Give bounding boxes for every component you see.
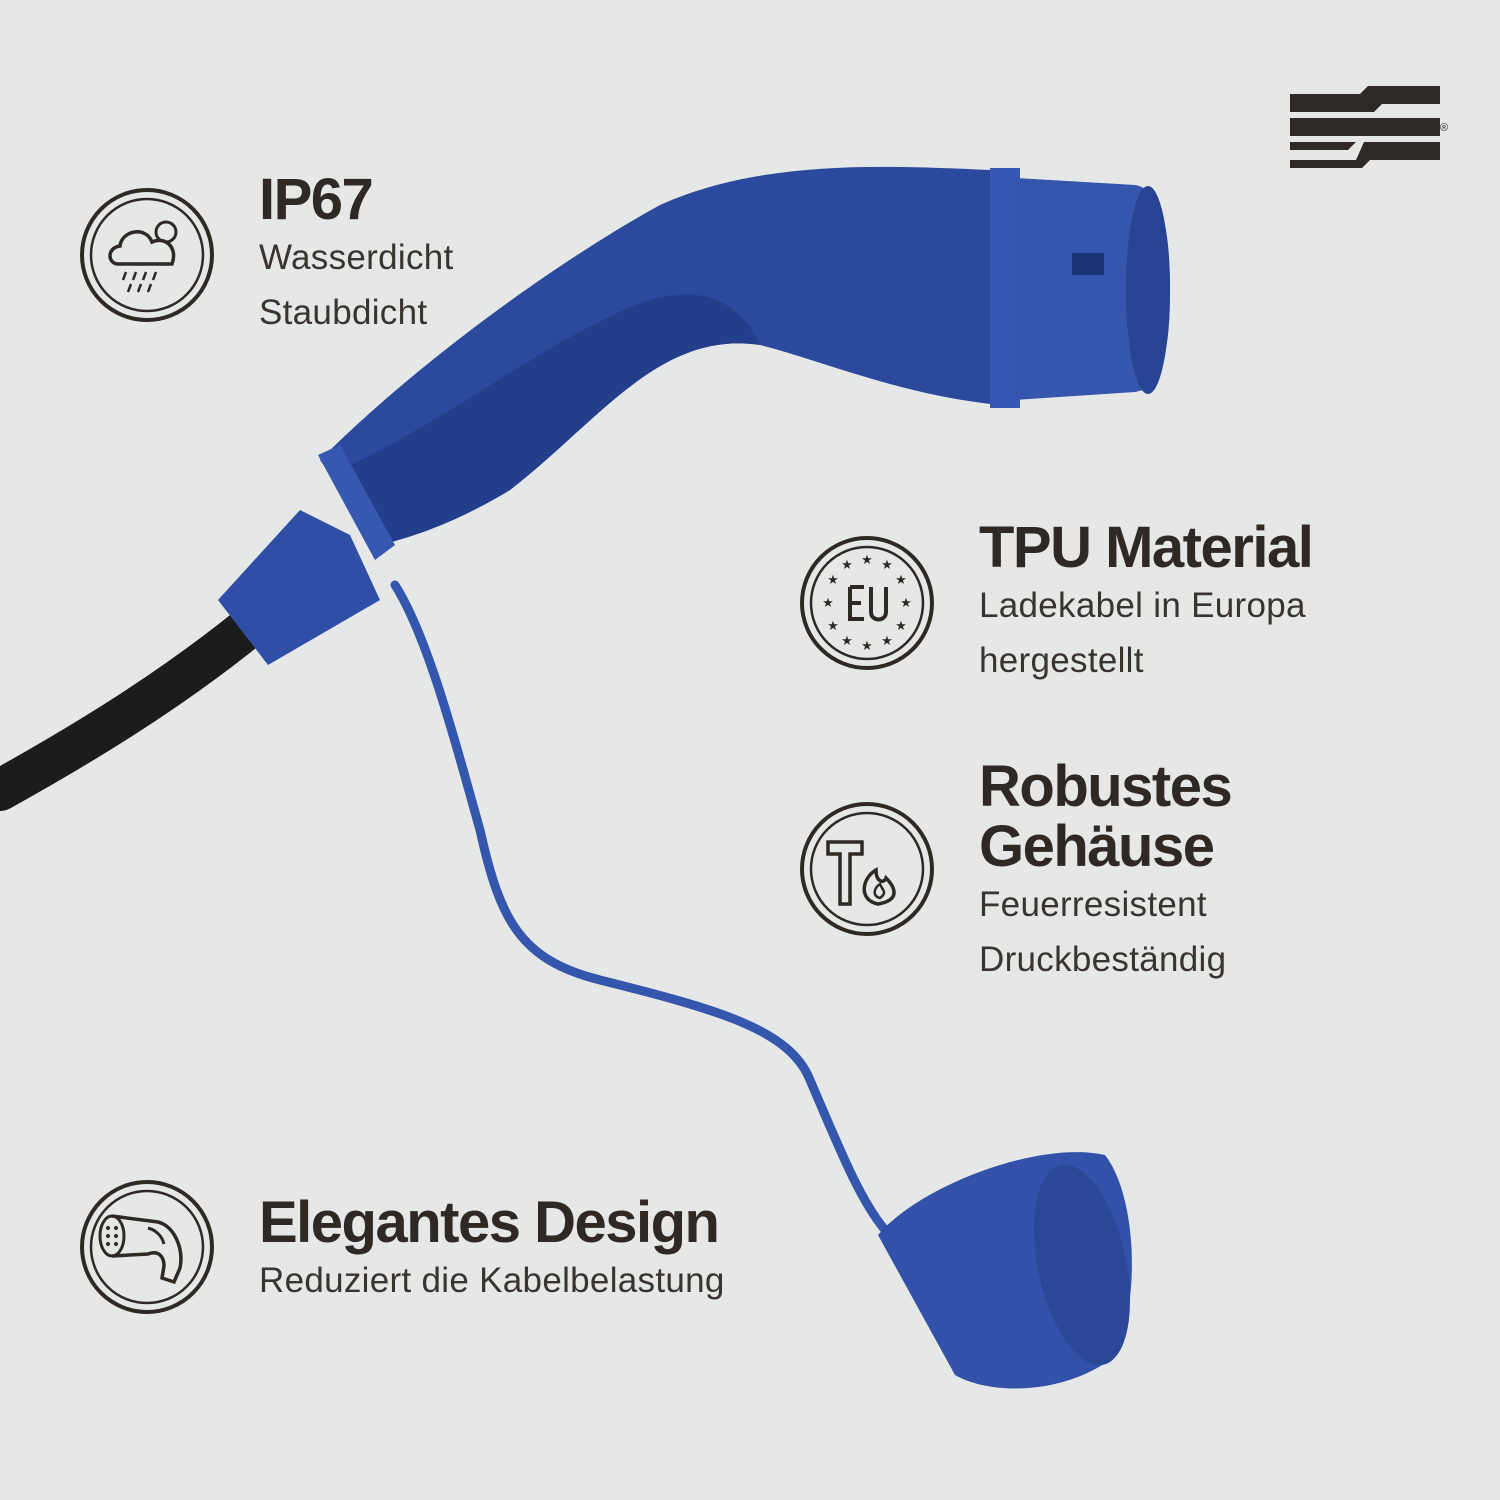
- svg-text:★: ★: [881, 558, 893, 573]
- feature-ip67: IP67 Wasserdicht Staubdicht: [259, 170, 454, 340]
- feature-robust-housing: Robustes Gehäuse Feuerresistent Druckbes…: [979, 754, 1233, 987]
- feature-line: Druckbeständig: [979, 940, 1227, 979]
- svg-text:★: ★: [861, 639, 873, 654]
- feature-line: Reduziert die Kabelbelastung: [259, 1261, 725, 1300]
- feature-title: Elegantes Design: [259, 1190, 720, 1255]
- connector-slot: [1072, 253, 1104, 275]
- svg-text:★: ★: [841, 558, 853, 573]
- feature-elegant-design: Elegantes Design Reduziert die Kabelbela…: [259, 1193, 725, 1308]
- connector-face: [1126, 186, 1170, 394]
- feature-title: IP67: [259, 167, 374, 232]
- svg-text:★: ★: [827, 619, 839, 634]
- brand-logo-icon: [1290, 86, 1440, 168]
- feature-title: TPU Material: [979, 515, 1314, 580]
- svg-text:★: ★: [881, 634, 893, 649]
- svg-text:★: ★: [822, 596, 834, 611]
- svg-text:★: ★: [827, 573, 839, 588]
- feature-line: Feuerresistent: [979, 885, 1207, 924]
- feature-title-line: Robustes: [979, 754, 1233, 819]
- registered-mark: ®: [1440, 122, 1449, 134]
- feature-line: Staubdicht: [259, 293, 428, 332]
- feature-tpu-material: TPU Material Ladekabel in Europa hergest…: [979, 515, 1314, 688]
- black-cable: [0, 609, 266, 811]
- handle-shadow: [340, 294, 760, 545]
- svg-text:★: ★: [900, 596, 912, 611]
- weather-cloud-rain-icon: [80, 188, 214, 322]
- svg-text:★: ★: [861, 553, 873, 568]
- protective-cap-opening: [1034, 1164, 1130, 1366]
- svg-text:★: ★: [895, 573, 907, 588]
- lanyard-strap: [390, 580, 890, 1235]
- feature-line: hergestellt: [979, 641, 1144, 680]
- feature-line: Wasserdicht: [259, 238, 454, 277]
- cable-sleeve: [218, 510, 380, 665]
- feature-title-line: Gehäuse: [979, 814, 1215, 879]
- svg-text:★: ★: [841, 634, 853, 649]
- plug-in-hand-icon: [80, 1180, 214, 1314]
- eu-stars-icon: ★★★ ★★★ ★★★ ★★★: [800, 536, 934, 670]
- handle-collar: [318, 445, 395, 560]
- feature-line: Ladekabel in Europa: [979, 586, 1306, 625]
- hammer-flame-icon: [800, 802, 934, 936]
- svg-text:★: ★: [895, 619, 907, 634]
